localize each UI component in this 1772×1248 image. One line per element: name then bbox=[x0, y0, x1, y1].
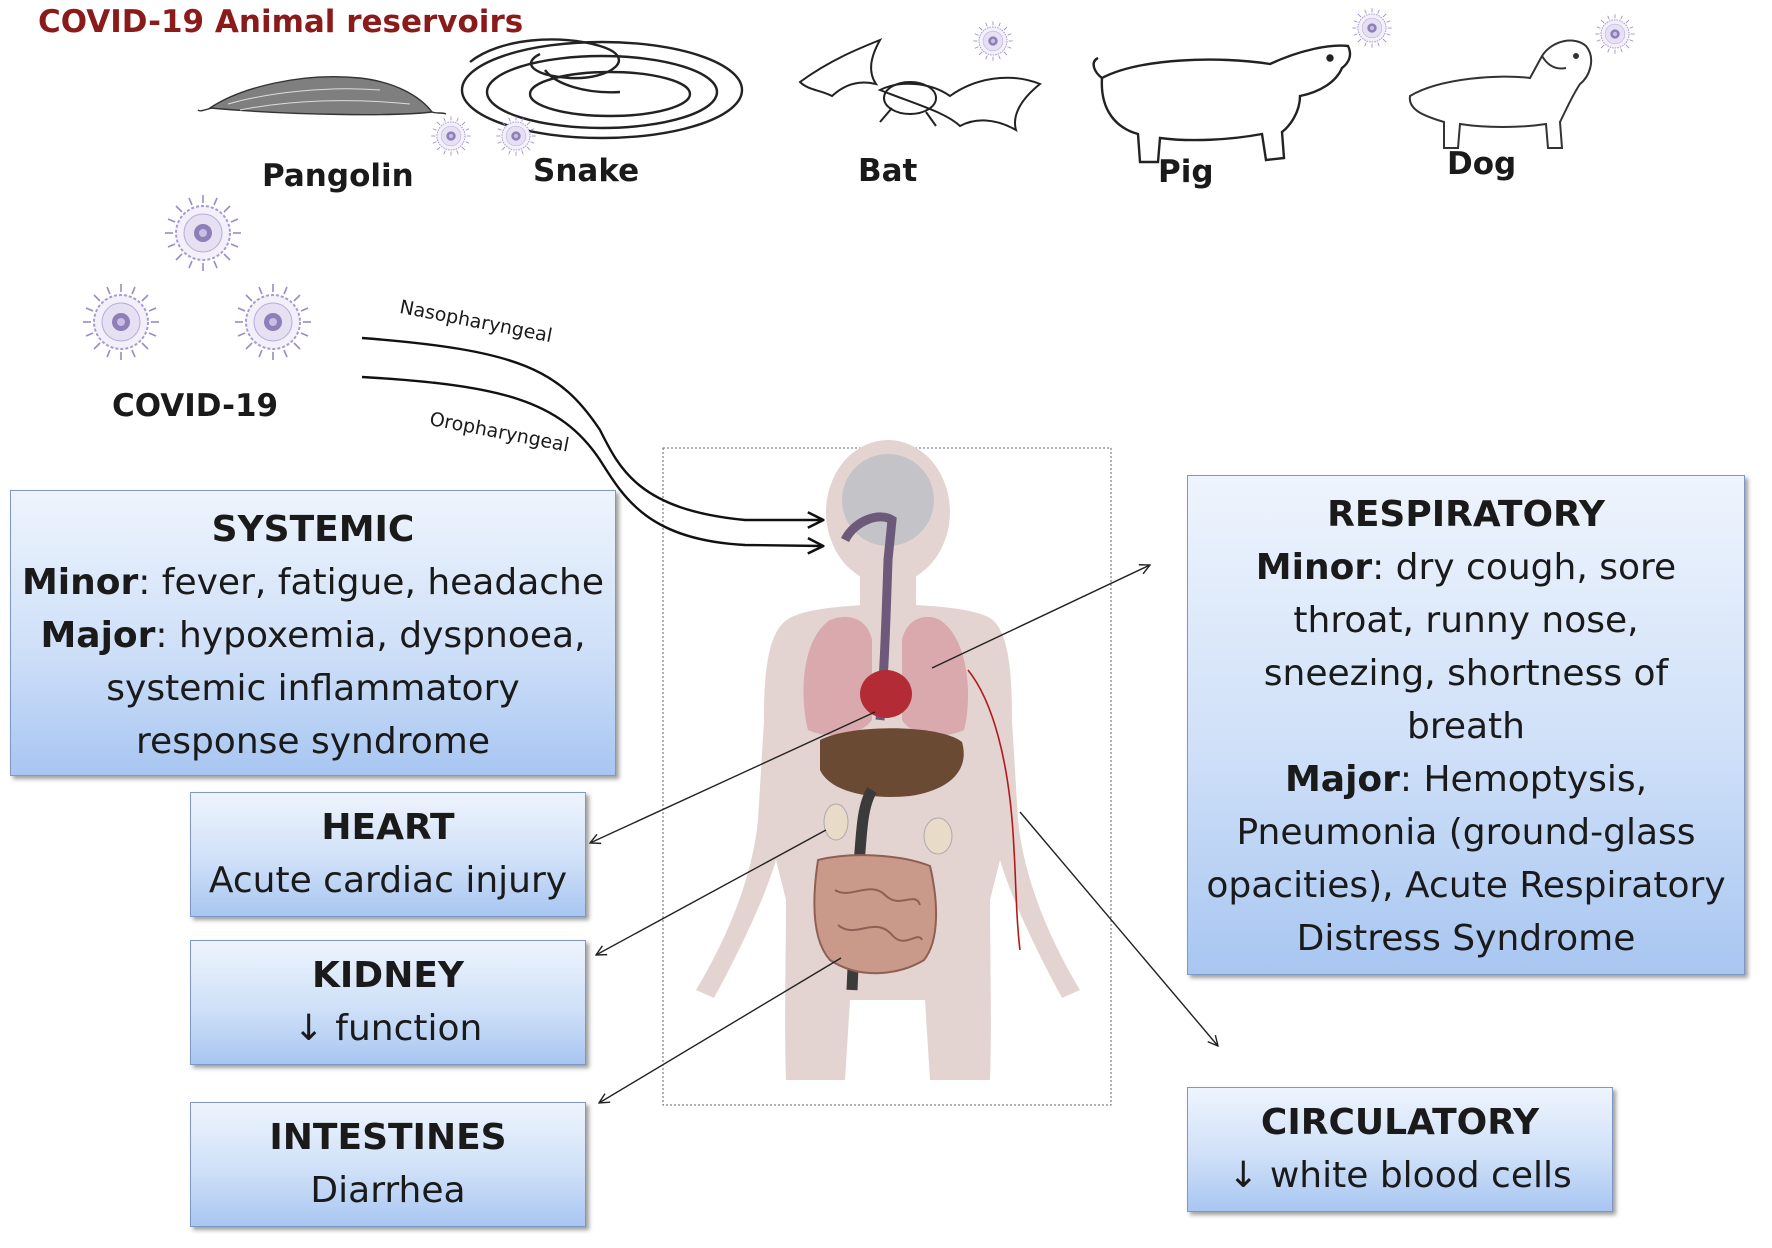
virus-icon bbox=[234, 283, 312, 361]
respiratory-minor-cont-3: breath bbox=[1406, 706, 1525, 747]
virus-icon bbox=[164, 194, 242, 272]
respiratory-major-cont-2: opacities), Acute Respiratory bbox=[1206, 865, 1726, 906]
intestines-text: Diarrhea bbox=[310, 1170, 466, 1211]
animal-label-pangolin: Pangolin bbox=[262, 158, 414, 194]
left-lung-icon bbox=[803, 616, 872, 736]
circulatory-box: CIRCULATORY ↓ white blood cells bbox=[1187, 1087, 1613, 1212]
heart-box: HEART Acute cardiac injury bbox=[190, 792, 586, 917]
virus-icon bbox=[430, 115, 472, 157]
systemic-minor-text: : fever, fatigue, headache bbox=[138, 562, 605, 603]
oropharyngeal-arrow bbox=[361, 375, 822, 546]
liver-icon bbox=[820, 728, 964, 797]
systemic-box: SYSTEMIC Minor: fever, fatigue, headache… bbox=[10, 490, 616, 776]
systemic-major-text: : hypoxemia, dyspnoea, bbox=[155, 615, 586, 656]
heart-organ-icon bbox=[860, 670, 912, 718]
systemic-major-cont-1: systemic inflammatory bbox=[106, 668, 520, 709]
blood-vessel-icon bbox=[967, 669, 1021, 951]
virus-icon bbox=[972, 20, 1014, 62]
circulatory-arrow bbox=[1019, 811, 1218, 1046]
heart-arrow bbox=[590, 711, 876, 843]
systemic-major-cont-2: response syndrome bbox=[136, 721, 490, 762]
animal-label-bat: Bat bbox=[858, 153, 918, 189]
virus-icon bbox=[1351, 7, 1393, 49]
respiratory-major-text: : Hemoptysis, bbox=[1399, 759, 1648, 800]
nasopharyngeal-arrow bbox=[361, 336, 822, 520]
systemic-minor-key: Minor bbox=[21, 562, 139, 603]
intestines-icon bbox=[813, 854, 938, 975]
virus-icon bbox=[82, 283, 160, 361]
animal-label-dog: Dog bbox=[1447, 146, 1517, 182]
respiratory-box: RESPIRATORY Minor: dry cough, sore throa… bbox=[1187, 475, 1745, 975]
animal-label-pig: Pig bbox=[1158, 154, 1214, 190]
heart-heading: HEART bbox=[321, 807, 455, 848]
kidney-arrow bbox=[596, 829, 827, 955]
intestines-heading: INTESTINES bbox=[269, 1117, 507, 1158]
right-kidney-icon bbox=[923, 817, 953, 855]
respiratory-minor-key: Minor bbox=[1255, 547, 1373, 588]
pig-icon bbox=[1092, 44, 1352, 164]
bat-icon bbox=[798, 38, 1042, 133]
circulatory-heading: CIRCULATORY bbox=[1260, 1102, 1540, 1143]
heart-text: Acute cardiac injury bbox=[208, 860, 568, 901]
respiratory-minor-cont-1: throat, runny nose, bbox=[1293, 600, 1639, 641]
kidney-text: ↓ function bbox=[293, 1008, 483, 1049]
animal-label-snake: Snake bbox=[533, 153, 640, 189]
dog-icon bbox=[1408, 39, 1593, 149]
kidney-box: KIDNEY ↓ function bbox=[190, 940, 586, 1065]
systemic-heading: SYSTEMIC bbox=[211, 509, 415, 550]
virus-label: COVID-19 bbox=[112, 388, 279, 424]
respiratory-arrow bbox=[931, 565, 1150, 669]
snake-icon bbox=[460, 38, 744, 140]
respiratory-heading: RESPIRATORY bbox=[1327, 494, 1605, 535]
respiratory-minor-cont-2: sneezing, shortness of bbox=[1263, 653, 1669, 694]
figure-title: COVID-19 Animal reservoirs bbox=[38, 4, 524, 40]
respiratory-major-key: Major bbox=[1284, 759, 1400, 800]
virus-icon bbox=[495, 115, 537, 157]
pangolin-icon bbox=[197, 76, 447, 116]
kidney-heading: KIDNEY bbox=[312, 955, 464, 996]
respiratory-minor-text: : dry cough, sore bbox=[1372, 547, 1677, 588]
left-kidney-icon bbox=[823, 803, 849, 841]
right-lung-icon bbox=[902, 616, 969, 736]
respiratory-major-cont-1: Pneumonia (ground-glass bbox=[1236, 812, 1696, 853]
intestines-box: INTESTINES Diarrhea bbox=[190, 1102, 586, 1227]
intestines-arrow bbox=[599, 957, 842, 1103]
systemic-major-key: Major bbox=[40, 615, 156, 656]
circulatory-text: ↓ white blood cells bbox=[1228, 1155, 1572, 1196]
virus-icon bbox=[1594, 13, 1636, 55]
respiratory-major-cont-3: Distress Syndrome bbox=[1296, 918, 1636, 959]
